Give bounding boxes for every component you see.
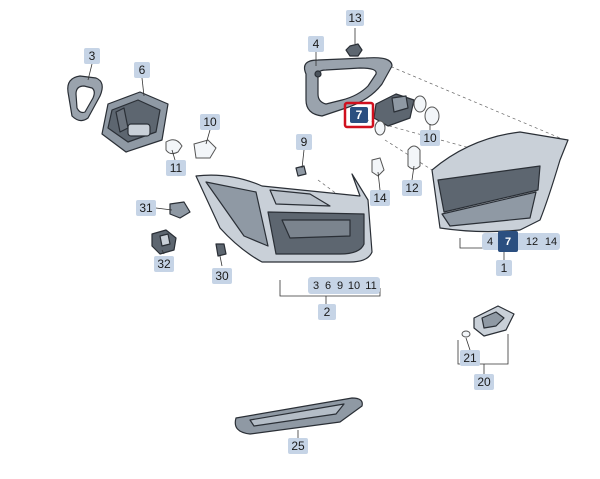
callout-12[interactable]: 12	[402, 180, 422, 196]
group-1-item-3: 14	[545, 236, 557, 248]
gasket-ring-part	[67, 75, 103, 122]
callout-32-text: 32	[157, 257, 171, 271]
callout-4[interactable]: 4	[308, 36, 324, 52]
bulb-holder-small-part	[373, 93, 427, 136]
callout-9-text: 9	[301, 135, 308, 149]
callout-9[interactable]: 9	[296, 134, 312, 150]
callout-11-text: 11	[170, 161, 183, 175]
callout-4-text: 4	[313, 37, 320, 51]
clip-part	[295, 165, 307, 177]
callout-30[interactable]: 30	[212, 268, 232, 284]
license-lamp-part	[461, 305, 515, 338]
callout-10-left-text: 10	[203, 115, 217, 129]
group-2-item-1: 6	[325, 280, 331, 292]
callout-20[interactable]: 20	[474, 374, 494, 390]
group-1-item-2: 12	[526, 236, 538, 248]
callout-10-right-text: 10	[423, 131, 437, 145]
left-tail-light	[195, 173, 373, 263]
callout-25-text: 25	[291, 439, 305, 453]
callout-21-text: 21	[463, 351, 477, 365]
callout-25[interactable]: 25	[288, 438, 308, 454]
trim-strip-part	[234, 397, 363, 435]
group-2-item-2: 9	[337, 280, 343, 292]
callout-21[interactable]: 21	[460, 350, 480, 366]
callout-3[interactable]: 3	[84, 48, 100, 64]
bulbs-right	[371, 106, 440, 177]
socket-parts	[151, 201, 191, 255]
callout-31[interactable]: 31	[136, 200, 156, 216]
group-2-item-3: 10	[348, 280, 360, 292]
nut-part	[345, 43, 363, 57]
group-1-item-1: 7	[505, 236, 511, 248]
callout-31-text: 31	[139, 201, 153, 215]
small-nut-part	[215, 243, 227, 257]
callout-14-text: 14	[373, 191, 387, 205]
group-1-list: 4 7 12 14	[482, 231, 560, 252]
group-2-item-4: 11	[365, 280, 376, 292]
callout-20-text: 20	[477, 375, 491, 389]
callout-6-text: 6	[139, 63, 146, 77]
callout-30-text: 30	[215, 269, 229, 283]
callout-11[interactable]: 11	[166, 160, 186, 176]
callout-32[interactable]: 32	[154, 256, 174, 272]
callout-10-left[interactable]: 10	[200, 114, 220, 130]
callout-14[interactable]: 14	[370, 190, 390, 206]
callout-2[interactable]: 2	[318, 304, 336, 320]
bulb-holder-part	[101, 91, 169, 153]
group-2-item-0: 3	[313, 280, 319, 292]
callout-2-text: 2	[324, 305, 331, 319]
callout-10-right[interactable]: 10	[420, 130, 440, 146]
callout-1[interactable]: 1	[496, 260, 512, 276]
callout-1-text: 1	[501, 261, 508, 275]
right-tail-light	[431, 131, 569, 233]
group-2-list: 3 6 9 10 11	[308, 277, 380, 294]
callout-13[interactable]: 13	[346, 10, 364, 26]
callout-13-text: 13	[348, 11, 362, 25]
callout-12-text: 12	[405, 181, 419, 195]
callout-6[interactable]: 6	[134, 62, 150, 78]
callout-3-text: 3	[89, 49, 96, 63]
gasket-plate-part	[303, 57, 393, 117]
callout-7-highlight[interactable]: 7	[343, 101, 375, 129]
callout-7-text: 7	[356, 108, 363, 122]
group-1-item-0: 4	[487, 236, 493, 248]
bulbs-left	[165, 139, 217, 159]
